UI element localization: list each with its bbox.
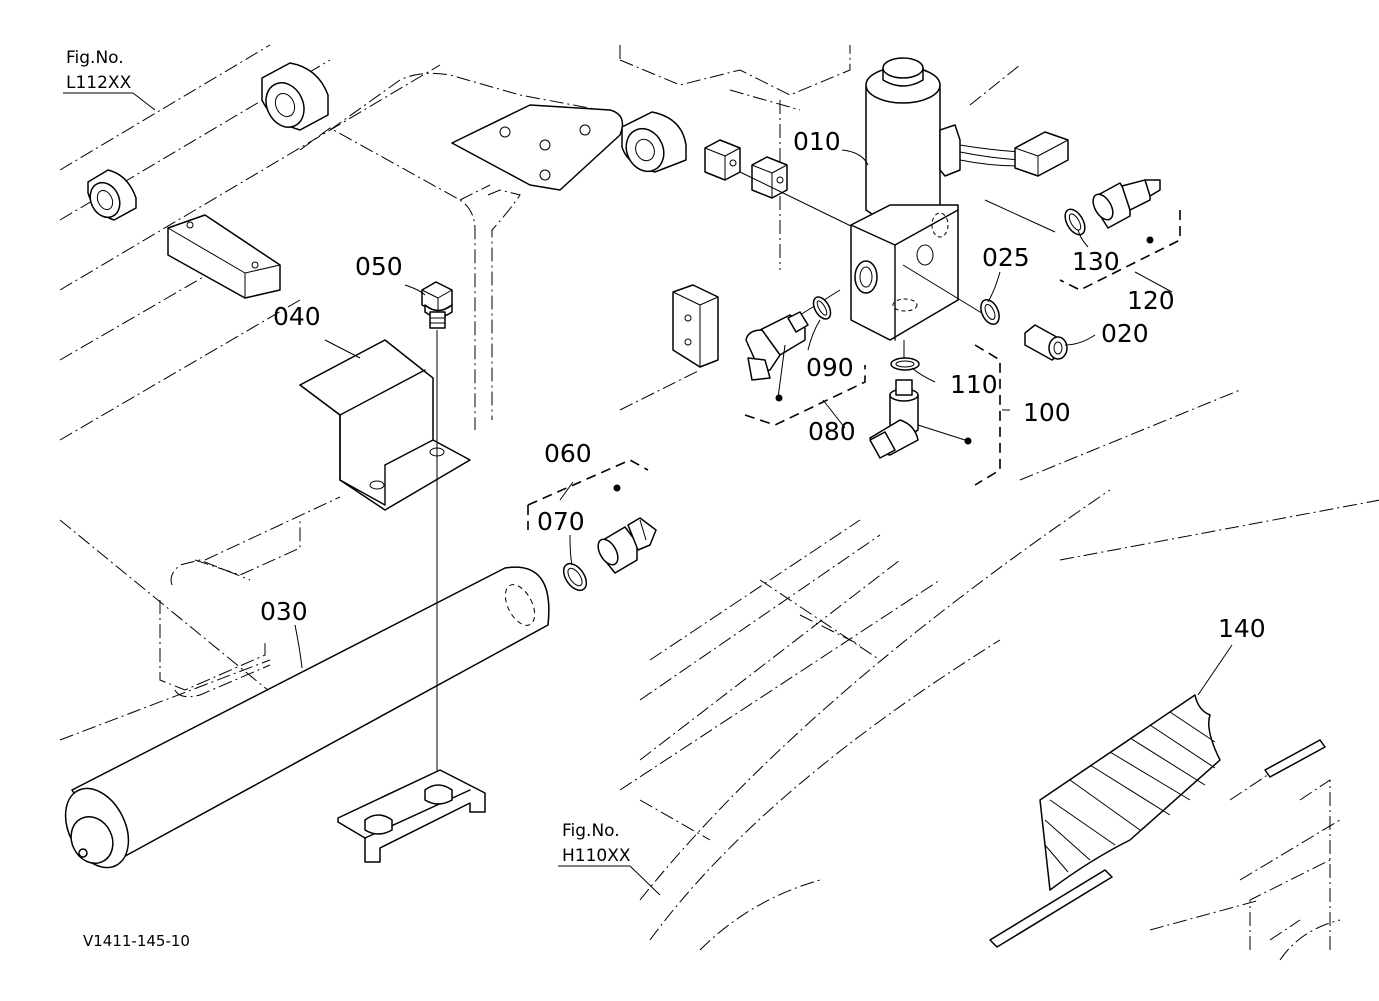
callout-130: 130	[1072, 247, 1120, 276]
spacer-block-left	[167, 214, 281, 299]
leader-lines	[63, 92, 1233, 896]
o-ring-090	[812, 296, 832, 320]
accumulator-cylinder	[64, 566, 550, 869]
callout-060: 060	[544, 439, 592, 468]
washer-025	[980, 298, 1000, 326]
callout-010: 010	[793, 127, 841, 156]
bolt	[421, 281, 453, 790]
elbow-fitting-100	[869, 379, 966, 459]
bushing-top-right	[621, 111, 687, 173]
callout-020: 020	[1101, 319, 1149, 348]
lower-clamp	[337, 769, 486, 863]
fitting-120	[1092, 179, 1161, 229]
background-frame	[59, 44, 1379, 961]
callout-040: 040	[273, 302, 321, 331]
callout-100: 100	[1023, 398, 1071, 427]
hatched-cover-140	[989, 694, 1326, 948]
callout-050: 050	[355, 252, 403, 281]
o-ring-070	[562, 562, 588, 592]
callout-090: 090	[806, 353, 854, 382]
nut-block-left	[704, 139, 741, 181]
callout-025: 025	[982, 243, 1030, 272]
nut-block-right	[751, 156, 788, 199]
figure-ref-h110xx: Fig.No. H110XX	[562, 821, 631, 866]
mounting-plate	[451, 104, 624, 191]
figure-ref-label: Fig.No.	[66, 48, 124, 68]
assembly-bracket-060	[527, 459, 649, 530]
figure-ref-label: Fig.No.	[562, 821, 620, 841]
o-ring-130	[1064, 208, 1086, 236]
straight-fitting-060	[597, 517, 657, 574]
drawing-code: V1411-145-10	[83, 932, 190, 950]
spacer-block-middle	[672, 284, 719, 368]
assembly-bracket-100	[974, 344, 1001, 486]
assembly-bracket-120	[1059, 210, 1181, 291]
bushing-top-center	[261, 62, 329, 131]
callout-080: 080	[808, 417, 856, 446]
elbow-fitting-080	[745, 311, 809, 399]
reference-dots	[613, 236, 1154, 492]
callout-030: 030	[260, 597, 308, 626]
cap-bolt-020	[1024, 324, 1068, 361]
solenoid-valve	[799, 57, 1069, 360]
bracket	[299, 339, 471, 511]
figure-ref-number: L112XX	[66, 73, 132, 93]
callout-120: 120	[1127, 286, 1175, 315]
figure-ref-number: H110XX	[562, 846, 631, 866]
o-ring-110	[890, 357, 920, 371]
assembly-bracket-080	[744, 365, 866, 426]
callout-110: 110	[950, 370, 998, 399]
callout-140: 140	[1218, 614, 1266, 643]
figure-ref-l112xx: Fig.No. L112XX	[66, 48, 132, 93]
callout-070: 070	[537, 507, 585, 536]
bushing-top-left	[87, 169, 137, 221]
